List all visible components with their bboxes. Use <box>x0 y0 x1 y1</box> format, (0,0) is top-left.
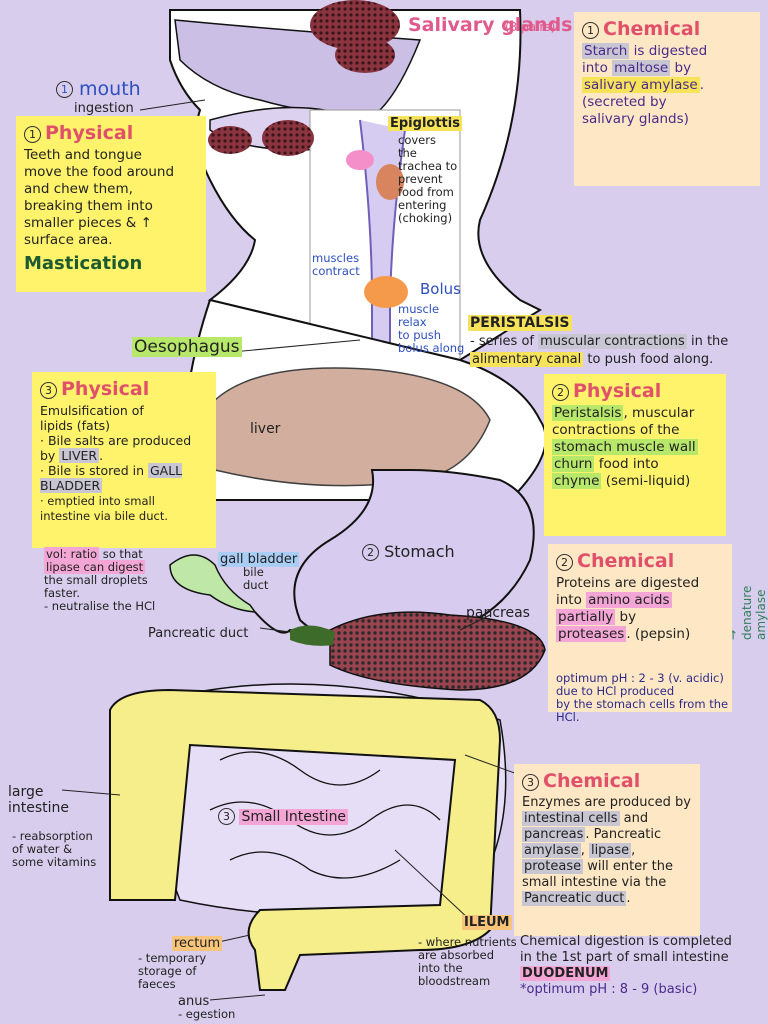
epiglottis-shape <box>346 150 374 170</box>
ileum-label: ILEUM <box>462 915 512 930</box>
peristalsis-title: PERISTALSIS <box>468 315 572 331</box>
oesophagus-label: Oesophagus <box>132 337 242 357</box>
peristalsis-description: - series of muscular contractions in the… <box>470 334 729 367</box>
liver-label: liver <box>250 421 281 437</box>
denature-amylase-label: → denature amylase <box>726 585 768 640</box>
small-intestine-coils <box>209 751 441 879</box>
muscles-contract-label: muscles contract <box>312 251 360 278</box>
large-intestine-label: large intestine <box>8 784 70 816</box>
epiglottis-label: Epiglottis <box>388 116 462 131</box>
salivary-glands-shapes <box>208 0 400 156</box>
note-physical-1-body: Teeth and tongue move the food around an… <box>24 147 175 248</box>
note-chemical-1-body: Starch is digested into maltose by saliv… <box>582 43 708 127</box>
pancreas-label: pancreas <box>466 605 530 621</box>
large-intestine-shape <box>109 688 502 991</box>
rectum-description: - temporary storage of faeces <box>138 951 207 991</box>
bolus-shape <box>364 276 408 308</box>
ingestion-label: ingestion <box>74 101 134 116</box>
mouth-label: 1 mouth <box>56 78 141 100</box>
note-physical-1-footer: Mastication <box>24 253 143 274</box>
pointer-lines <box>61 99 521 1001</box>
pancreas-tail <box>290 625 335 646</box>
bile-duct-label: bile duct <box>243 565 269 592</box>
small-intestine-label: 3 Small Intestine <box>218 808 349 825</box>
salivary-pairs-label: (3 pairs) <box>505 20 556 34</box>
rectum-label: rectum <box>172 936 223 951</box>
note-physical-2-body: Peristalsis, muscular contractions of th… <box>552 405 698 489</box>
stomach-label: 2 Stomach <box>362 544 455 561</box>
epiglottis-description: covers the trachea to prevent food from … <box>398 133 458 225</box>
note-physical-3-body: Emulsification of lipids (fats) · Bile s… <box>40 403 192 523</box>
epiglottis-flap <box>376 164 404 200</box>
liver-shape <box>214 367 491 487</box>
anus-description: - egestion <box>178 1007 236 1021</box>
pancreas-shape <box>329 611 546 691</box>
ileum-description: - where nutrients are absorbed into the … <box>418 935 517 988</box>
large-intestine-description: - reabsorption of water & some vitamins <box>12 829 97 869</box>
gall-bladder-shape <box>169 554 257 613</box>
bolus-label: Bolus <box>420 280 461 298</box>
note-chemical-3-body: Enzymes are produced by intestinal cells… <box>522 795 691 906</box>
gall-bladder-label: gall bladder <box>218 552 300 567</box>
muscle-relax-label: muscle relax to push bolus along <box>398 302 465 355</box>
pancreatic-duct-line <box>254 611 336 634</box>
anus-label: anus <box>178 994 210 1009</box>
note-chemical-2-body: Proteins are digested into amino acids p… <box>556 575 700 642</box>
note-chemical-3-footer: Chemical digestion is completed in the 1… <box>520 934 732 997</box>
salivary-glands-label: Salivary glands <box>408 14 573 36</box>
note-chemical-2-ph: optimum pH : 2 - 3 (v. acidic) due to HC… <box>556 671 729 724</box>
pancreatic-duct-label: Pancreatic duct <box>148 626 249 641</box>
note-physical-3-extra: vol: ratio so that lipase can digest the… <box>44 547 156 613</box>
